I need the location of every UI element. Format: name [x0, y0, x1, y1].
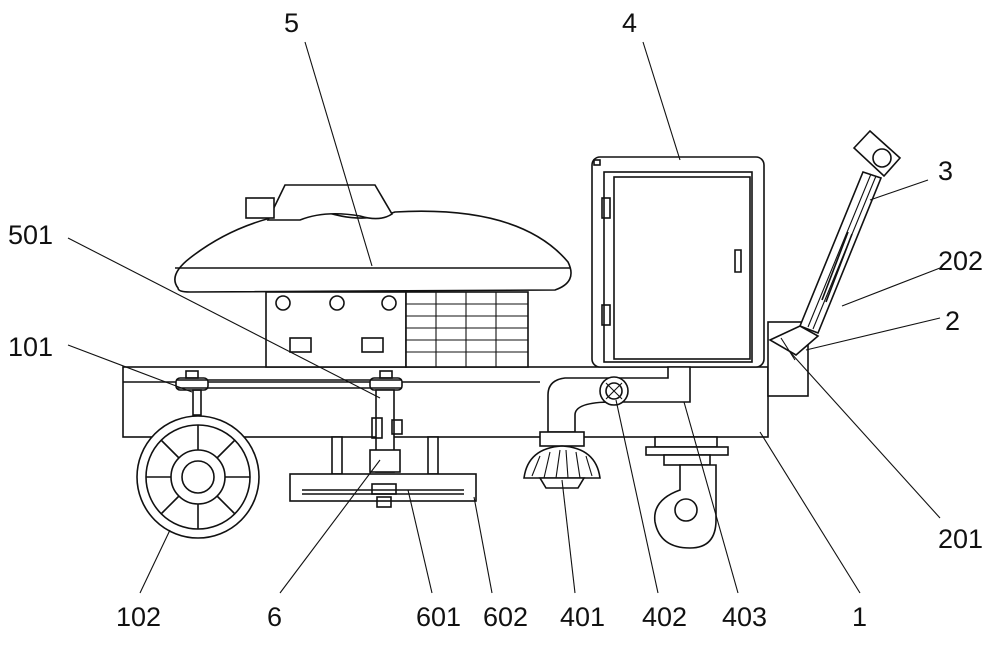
reference-numerals: 5 4 3 202 2 501 101 201 102 6 601 602 40… [8, 8, 983, 632]
large-wheel [136, 389, 260, 539]
label-601: 601 [416, 602, 461, 632]
label-4: 4 [622, 8, 637, 38]
label-602: 602 [483, 602, 528, 632]
cutter-assembly [289, 389, 477, 508]
hood-body [174, 184, 572, 368]
belt-drive [175, 370, 403, 391]
leader-lines [67, 41, 941, 594]
label-6: 6 [267, 602, 282, 632]
label-201: 201 [938, 524, 983, 554]
label-501: 501 [8, 220, 53, 250]
suction-pipe [547, 366, 691, 433]
label-401: 401 [560, 602, 605, 632]
label-202: 202 [938, 246, 983, 276]
rotary-brush [523, 431, 601, 489]
label-403: 403 [722, 602, 767, 632]
control-box [591, 156, 765, 368]
caster-wheel [645, 436, 729, 549]
label-402: 402 [642, 602, 687, 632]
label-2: 2 [945, 306, 960, 336]
label-102: 102 [116, 602, 161, 632]
label-101: 101 [8, 332, 53, 362]
push-handle [768, 129, 902, 361]
label-1: 1 [852, 602, 867, 632]
label-5: 5 [284, 8, 299, 38]
label-3: 3 [938, 156, 953, 186]
